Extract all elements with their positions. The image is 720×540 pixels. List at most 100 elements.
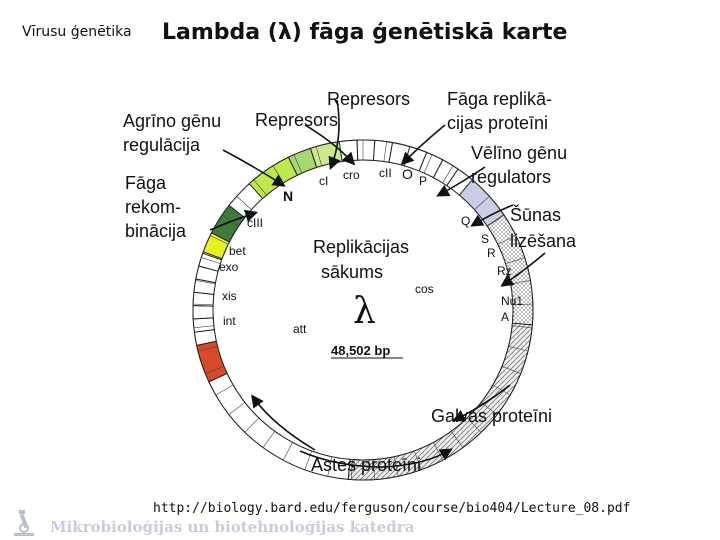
segment-recomb-1 bbox=[192, 317, 215, 333]
ring-tick bbox=[466, 417, 482, 433]
gene-xis: xis bbox=[222, 289, 237, 303]
department-name: Mikrobioloģijas un biotehnoloģijas kated… bbox=[50, 518, 415, 536]
ring-tick bbox=[201, 257, 221, 264]
late-regulators-line1: Vēlīno gēnu bbox=[471, 143, 567, 163]
footer: Mikrobioloģijas un biotehnoloģijas kated… bbox=[0, 506, 720, 540]
ring-tick bbox=[327, 456, 333, 477]
gene-cI: cI bbox=[319, 174, 328, 188]
lambda-genetic-map: Agrīno gēnu regulācija Represors Represo… bbox=[105, 55, 622, 495]
gene-cro: cro bbox=[343, 168, 360, 182]
ring-tick bbox=[293, 154, 303, 174]
ring-tick bbox=[210, 235, 229, 245]
arrow-phage-replication bbox=[400, 124, 446, 166]
gene-cIII: cIII bbox=[247, 216, 263, 230]
gene-Q: Q bbox=[461, 214, 470, 228]
ring-tick bbox=[228, 402, 245, 415]
gene-A: A bbox=[501, 310, 509, 324]
ring-tick bbox=[383, 141, 387, 162]
tail-proteins-label: Astes proteīni bbox=[311, 455, 421, 475]
ring-tick bbox=[512, 303, 533, 306]
ring-tick bbox=[197, 345, 218, 352]
gene-bet: bet bbox=[229, 244, 246, 258]
ring-tick bbox=[195, 280, 216, 285]
ring-tick bbox=[487, 214, 505, 227]
ring-tick bbox=[474, 196, 490, 210]
genetic-map-svg: Agrīno gēnu regulācija Represors Represo… bbox=[123, 89, 577, 481]
ring-tick bbox=[253, 179, 267, 196]
gene-cII: cII bbox=[379, 166, 392, 180]
arrow-head-proteins bbox=[452, 384, 511, 422]
recombination-line3: binācija bbox=[125, 221, 187, 241]
ring-tick bbox=[497, 235, 516, 245]
ring-tick bbox=[193, 325, 214, 329]
ring-tick bbox=[414, 450, 422, 470]
ring-tick bbox=[492, 384, 511, 396]
gene-cos: cos bbox=[415, 282, 434, 296]
arrow-repressor-1 bbox=[328, 99, 341, 170]
arrow-tail-start bbox=[251, 394, 316, 451]
cell-lysis-line2: lizēšana bbox=[510, 231, 577, 251]
ring-tick bbox=[508, 345, 529, 352]
ring-tick bbox=[373, 459, 376, 480]
late-regulators-line2: regulators bbox=[471, 167, 551, 187]
ring-tick bbox=[350, 459, 353, 480]
ring-tick bbox=[315, 146, 322, 166]
ring-tick bbox=[215, 384, 234, 396]
ring-tick bbox=[450, 431, 464, 448]
section-label: Vīrusu ģenētika bbox=[22, 24, 132, 40]
repressor-label-2: Represors bbox=[255, 110, 338, 130]
arrow-late-regulators bbox=[436, 166, 486, 197]
gene-P: P bbox=[419, 174, 427, 188]
segment-OPQ-1 bbox=[356, 139, 376, 161]
ring-tick bbox=[501, 365, 521, 374]
recombination-line2: rekom- bbox=[125, 197, 181, 217]
cell-lysis-line1: Šūnas bbox=[510, 204, 561, 225]
repressor-label-1: Represors bbox=[327, 89, 410, 109]
gene-N: N bbox=[283, 188, 293, 204]
segment-recomb-2 bbox=[192, 305, 214, 320]
arrow-recombination bbox=[209, 209, 259, 231]
annotations: Agrīno gēnu regulācija Represors Represo… bbox=[123, 89, 577, 475]
microscope-icon bbox=[14, 510, 34, 536]
arrow-tail-proteins bbox=[299, 448, 453, 468]
ring-tick bbox=[282, 442, 293, 461]
gene-O: O bbox=[402, 166, 413, 182]
arrow-repressor-2 bbox=[304, 124, 356, 166]
gene-att: att bbox=[293, 322, 307, 336]
ring-tick bbox=[262, 431, 276, 448]
gene-exo: exo bbox=[219, 260, 239, 274]
gene-S: S bbox=[481, 232, 489, 246]
segment-recomb-6 bbox=[198, 252, 223, 272]
genome-size: 48,502 bp bbox=[331, 343, 390, 358]
ring-tick bbox=[423, 154, 433, 174]
early-regulation-line2: regulācija bbox=[123, 135, 201, 155]
lambda-symbol: λ bbox=[353, 291, 376, 332]
origin-line1: Replikācijas bbox=[313, 237, 409, 257]
segment-Nu1-A bbox=[486, 214, 534, 326]
recombination-line1: Fāga bbox=[125, 173, 167, 193]
gene-labels: cI cro cII O P N cIII Q S R Rz bet exo x… bbox=[219, 166, 523, 336]
head-proteins-label: Galvas proteīni bbox=[431, 406, 552, 426]
slide-title: Lambda (λ) fāga ģenētiskā karte bbox=[162, 20, 568, 45]
ring-tick bbox=[505, 257, 525, 264]
annotation-arrows bbox=[209, 99, 546, 468]
ring-tick bbox=[236, 196, 252, 210]
phage-replication-line1: Fāga replikā- bbox=[447, 89, 552, 109]
arrow-early-regulation bbox=[222, 149, 286, 187]
early-regulation-line1: Agrīno gēnu bbox=[123, 111, 221, 131]
gene-Rz: Rz bbox=[497, 264, 512, 278]
ring-tick bbox=[221, 214, 239, 227]
ring-tick bbox=[304, 450, 312, 470]
origin-line2: sākums bbox=[321, 262, 383, 282]
gene-int: int bbox=[223, 314, 236, 328]
segment-int-xis bbox=[196, 340, 228, 383]
gene-R: R bbox=[487, 246, 496, 260]
ring-tick bbox=[193, 303, 214, 306]
ring-tick bbox=[512, 325, 533, 329]
gene-Nu1: Nu1 bbox=[501, 294, 523, 308]
ring-tick bbox=[205, 365, 225, 374]
arrow-lysis bbox=[470, 204, 514, 227]
source-url[interactable]: http://biology.bard.edu/ferguson/course/… bbox=[153, 501, 631, 516]
ring-tick bbox=[442, 165, 454, 183]
arrow-lysis-2 bbox=[500, 252, 546, 287]
